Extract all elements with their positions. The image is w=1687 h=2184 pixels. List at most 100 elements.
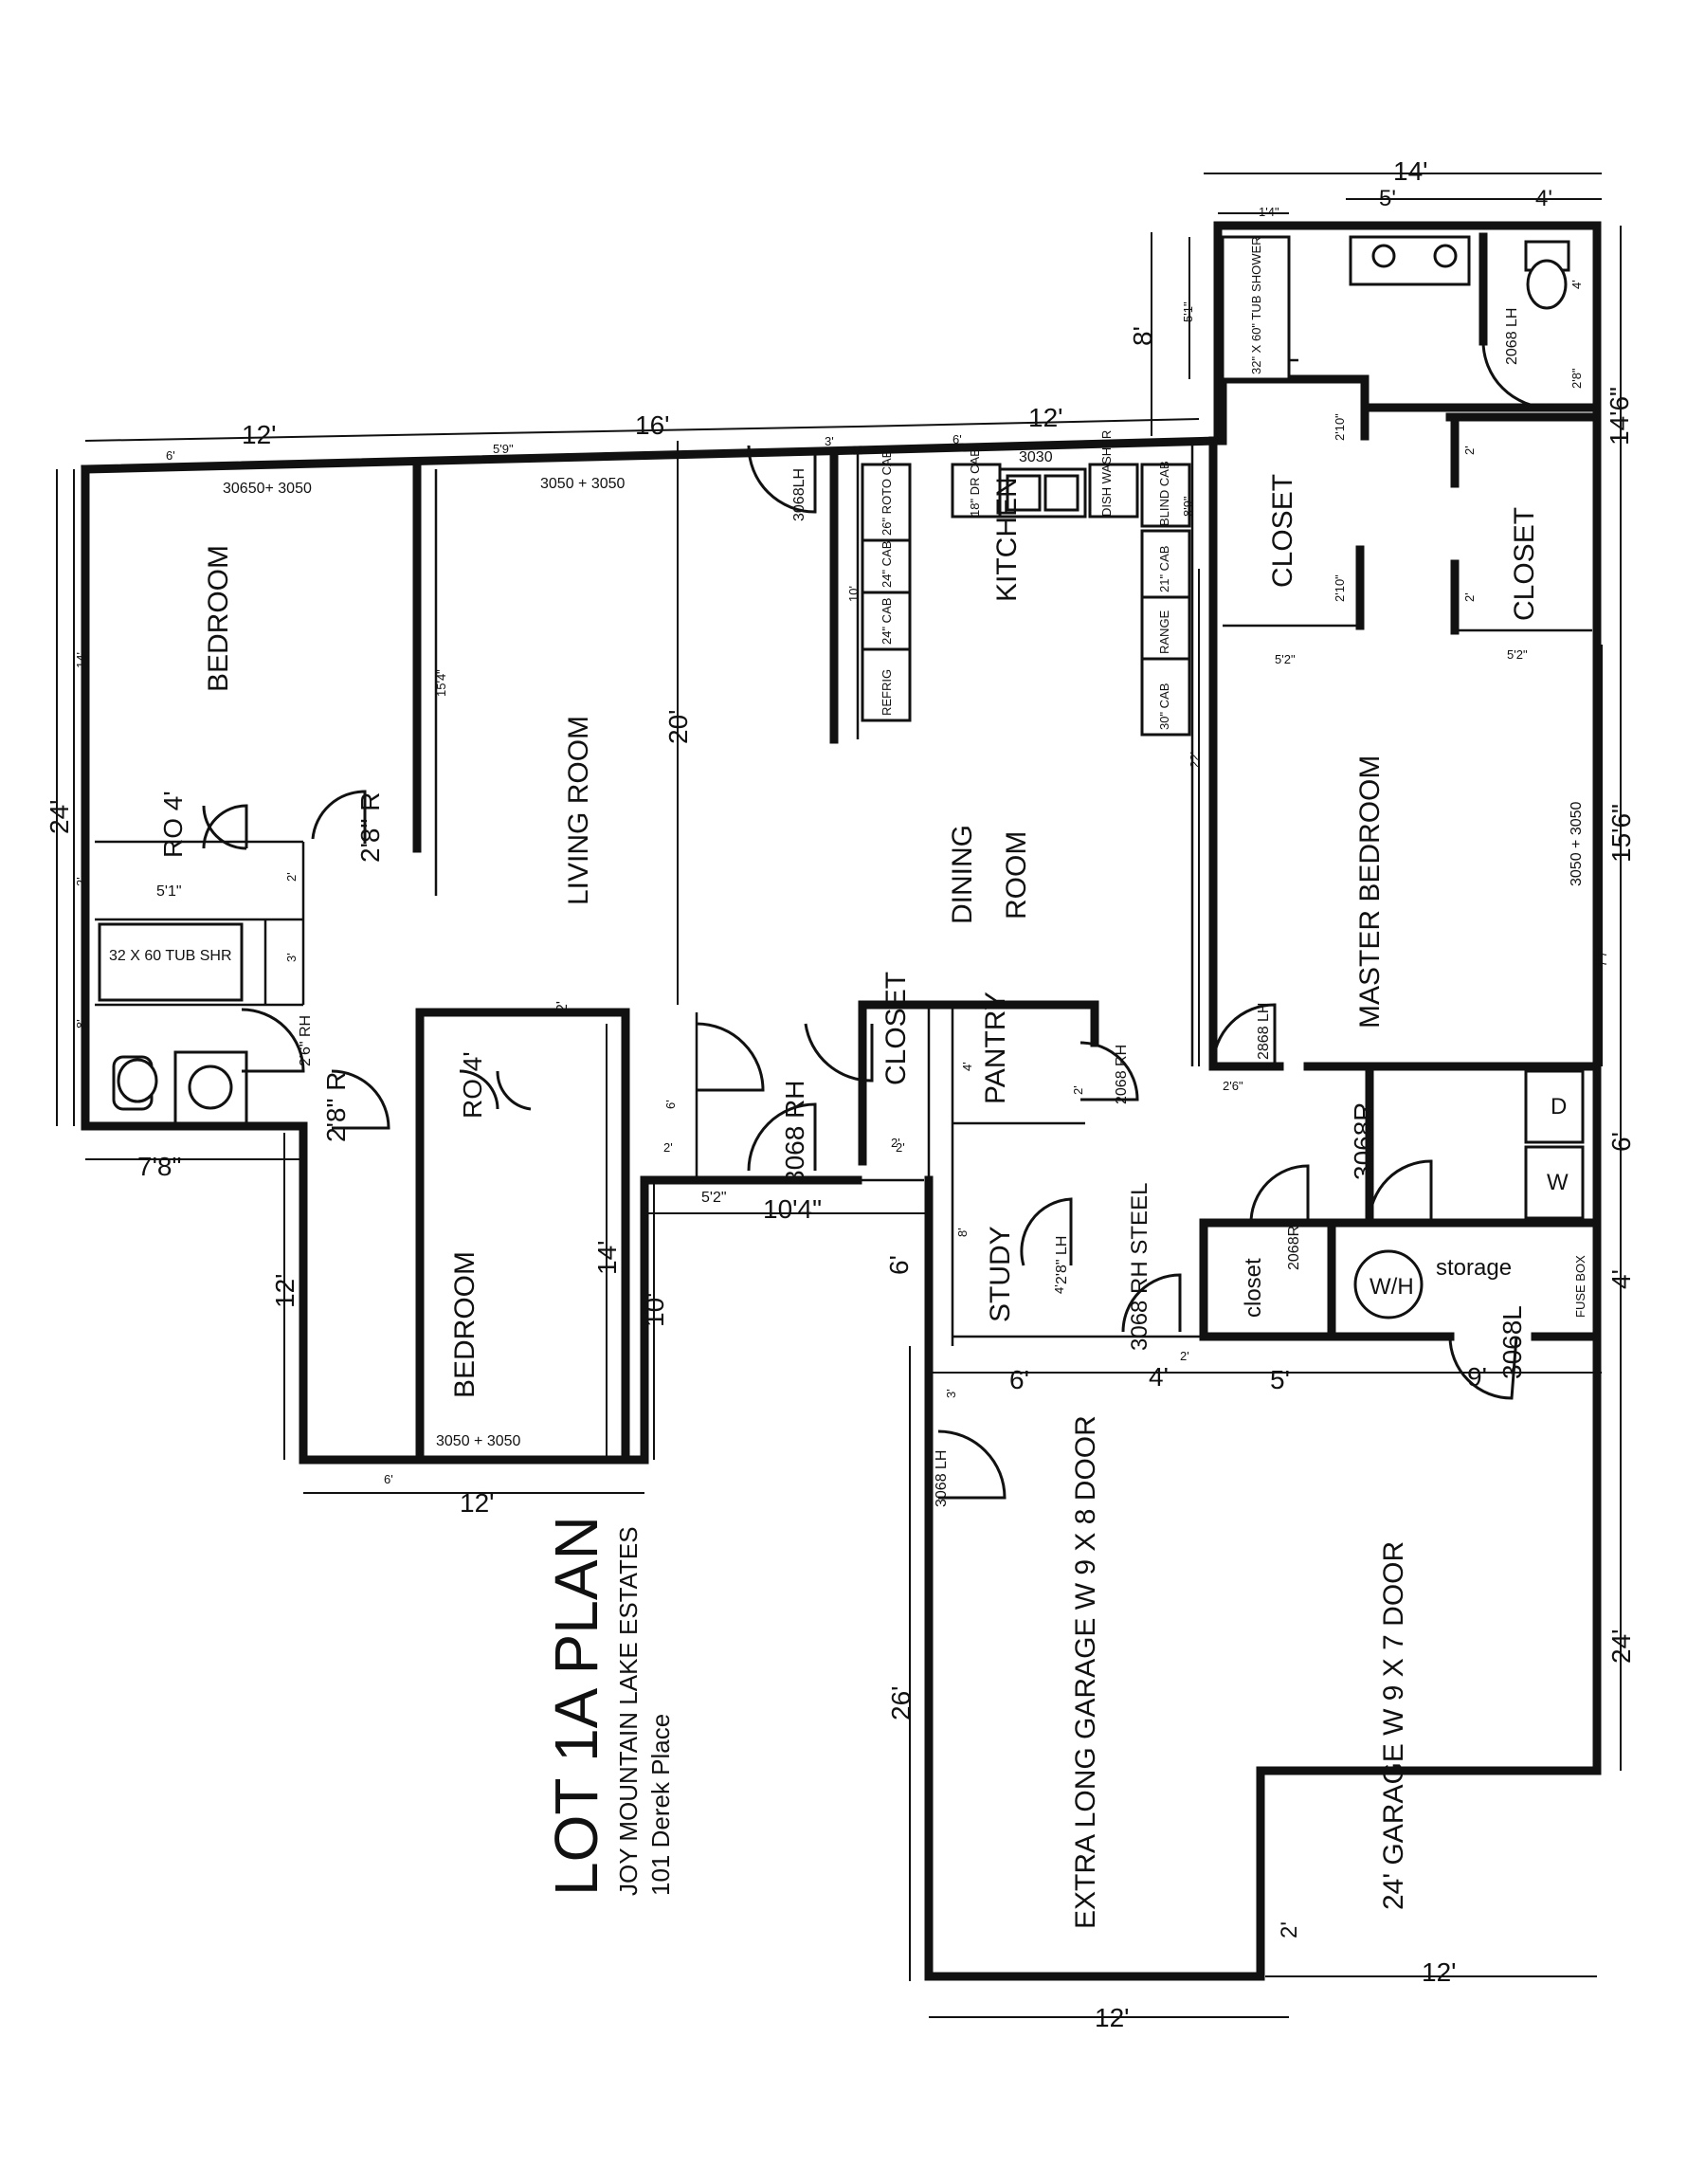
dim-r-15-6: 15'6"	[1606, 804, 1636, 863]
door-d11: 2068R	[1286, 1226, 1302, 1270]
label-refrig: REFRIG	[880, 669, 894, 716]
dim-top-12: 12'	[242, 420, 277, 449]
dim-m-5-2a: 5'2"	[1275, 652, 1296, 666]
label-roto-cab: 26" ROTO CAB	[880, 450, 894, 536]
dim-left-24: 24'	[45, 800, 74, 835]
dim-6b: 6'	[952, 432, 962, 446]
dim-top-14: 14'	[1393, 156, 1428, 186]
door-d14: 3068L	[1497, 1305, 1527, 1379]
dryer	[1524, 1069, 1585, 1144]
dim-br-14: 14'	[592, 1241, 622, 1276]
window-3030: 3030	[1019, 449, 1053, 465]
dim-lr-15-4: 15'4"	[434, 669, 448, 697]
door-d5: 2'8" R	[321, 1072, 351, 1142]
dim-r-7-7: 7'7"	[1595, 946, 1609, 967]
door-swings	[202, 340, 1551, 1500]
dim-6a: 6'	[166, 448, 175, 463]
dim-top-16: 16'	[635, 410, 670, 440]
dim-top-4: 4'	[1535, 186, 1552, 211]
dim-r-6: 6'	[1606, 1132, 1636, 1152]
door-d4: 2'6" RH	[298, 1015, 314, 1066]
room-bedroom-top: BEDROOM	[203, 545, 234, 692]
dim-br-10: 10'	[640, 1293, 669, 1328]
dim-7-8: 7'8"	[137, 1152, 181, 1181]
dim-g-5: 5'	[1270, 1365, 1290, 1394]
dim-mid-6: 6'	[884, 1255, 914, 1275]
water-heater	[1353, 1249, 1424, 1320]
dim-left-8: 8'	[74, 1019, 88, 1028]
room-study: STUDY	[985, 1226, 1016, 1322]
dim-3: 3'	[825, 434, 834, 448]
dim-g-4: 4'	[1149, 1362, 1169, 1392]
room-bedroom-bottom: BEDROOM	[449, 1251, 481, 1398]
dim-m-2-8: 2'8"	[1569, 368, 1584, 389]
door-d7: 3068 RH	[780, 1080, 809, 1185]
plan-title: LOT 1A PLAN	[542, 1516, 610, 1896]
label-range: RANGE	[1157, 610, 1171, 654]
dim-left-2: 2'	[74, 877, 88, 886]
dim-m-2-10a: 2'10"	[1333, 413, 1347, 441]
door-d8: 2068 RH	[1114, 1045, 1130, 1104]
dim-m-5-2b: 5'2"	[1507, 647, 1528, 662]
labels: 12' 16' 12' 14' 5' 4' 1'4" 6' 5'9" 3' 6'…	[45, 156, 1636, 2032]
label-cab-24a: 24" CAB	[880, 598, 894, 645]
walls	[81, 221, 1602, 1981]
room-closet-a: CLOSET	[1267, 474, 1298, 588]
dim-g-2: 2'	[1180, 1349, 1189, 1363]
dim-br-2c: 2'	[891, 1136, 900, 1150]
dim-lr-20: 20'	[663, 710, 693, 745]
door-d6: RO 4'	[458, 1051, 487, 1119]
door-d9: 2'8" LH	[1054, 1236, 1070, 1284]
dim-g-26: 26'	[886, 1686, 916, 1721]
door-d3: 2'8" R	[355, 792, 385, 863]
dim-br-6: 6'	[384, 1472, 393, 1486]
room-kitchen: KITCHEN	[991, 477, 1023, 602]
tub-shower-master	[1221, 235, 1291, 381]
dim-left-12: 12'	[270, 1274, 299, 1309]
room-closet-b: CLOSET	[1509, 507, 1540, 621]
dim-5-1: 5'1"	[156, 883, 182, 900]
dim-r-2-6: 2'6"	[1223, 1079, 1243, 1093]
window-w3: 3050 + 3050	[1569, 801, 1585, 886]
label-cab-30: 30" CAB	[1157, 683, 1171, 730]
dim-br-2b: 2'	[663, 1140, 673, 1155]
label-dr-cab: 18" DR CAB	[968, 448, 982, 517]
dim-s-8: 8'	[955, 1228, 970, 1237]
dim-r-24: 24'	[1606, 1629, 1636, 1665]
door-d2: RO 4'	[158, 791, 188, 858]
dim-mid-10-4: 10'4"	[763, 1194, 822, 1224]
dim-k-22: 22'	[1188, 752, 1202, 768]
room-garage-std: 24' GARAGE W 9 X 7 DOOR	[1378, 1541, 1409, 1910]
dim-m-4: 4'	[1569, 280, 1584, 289]
label-dryer: D	[1551, 1094, 1567, 1119]
dim-m-2-10b: 2'10"	[1333, 574, 1347, 602]
window-w2: 3050 + 3050	[540, 476, 626, 492]
dim-br-5-2: 5'2"	[701, 1190, 727, 1206]
dim-h-2: 2'	[284, 872, 299, 882]
label-fuse-box: FUSE BOX	[1573, 1255, 1587, 1318]
dim-h-3: 3'	[284, 953, 299, 962]
room-dining: DINING	[947, 825, 978, 924]
door-d15: 3068 LH	[934, 1450, 950, 1508]
room-living: LIVING ROOM	[563, 716, 594, 905]
dim-left-14: 14'	[74, 652, 88, 668]
dim-k-10: 10'	[846, 586, 861, 602]
dim-g-9: 9'	[1467, 1362, 1487, 1392]
tub-shower-left	[98, 922, 244, 1002]
plan-subtitle-1: JOY MOUNTAIN LAKE ESTATES	[614, 1526, 643, 1896]
dim-top-12b: 12'	[1028, 403, 1063, 432]
room-storage: storage	[1436, 1255, 1512, 1281]
dim-g-2b: 2'	[1277, 1921, 1302, 1938]
plan-subtitle-2: 101 Derek Place	[646, 1714, 675, 1896]
washer	[1524, 1145, 1585, 1220]
dim-g-12a: 12'	[1095, 2003, 1130, 2032]
room-closet-c: CLOSET	[880, 972, 912, 1085]
door-d12: 3068R	[1349, 1101, 1378, 1180]
dim-br-2a: 2'	[554, 1001, 571, 1012]
dim-m-5-1: 5'1"	[1181, 301, 1195, 322]
label-tub-left: 32 X 60 TUB SHR	[109, 948, 232, 964]
dim-m-2a: 2'	[1462, 446, 1477, 455]
room-closet-small: closet	[1241, 1258, 1266, 1318]
dim-r-4: 4'	[1606, 1269, 1636, 1289]
